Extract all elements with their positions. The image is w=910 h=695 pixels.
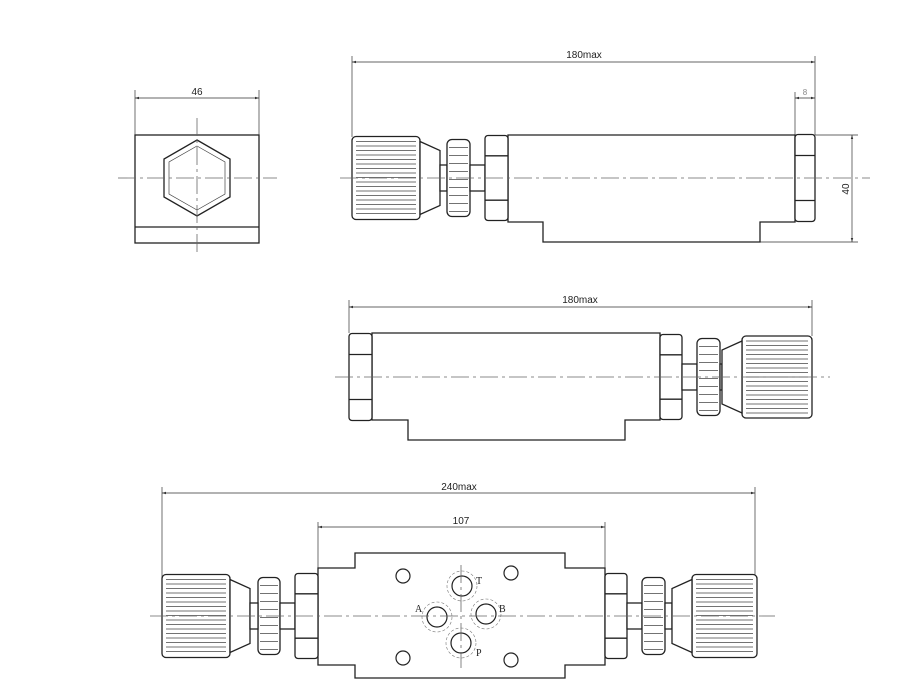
body-length-dimension-label: 107: [453, 516, 470, 527]
side-view-top: 180max 8 40: [340, 50, 870, 243]
port-a: [426, 606, 448, 628]
height-dimension-label: 40: [841, 183, 852, 195]
mounting-holes: [395, 565, 519, 668]
width-dimension-label: 46: [191, 87, 203, 98]
port-t: [451, 575, 473, 597]
overall-length-dimension-label: 240max: [441, 482, 477, 493]
length-dimension-label: 180max: [566, 50, 602, 61]
port-t-label: T: [476, 576, 482, 587]
knob-cone: [721, 339, 743, 415]
port-p-label: P: [476, 648, 482, 659]
end-view: 46: [118, 87, 277, 256]
adjustment-knob: [351, 135, 441, 221]
valve-body: [507, 134, 796, 243]
port-b-label: B: [499, 604, 506, 615]
ports: T A B P: [415, 570, 506, 659]
mounting-hole: [395, 568, 411, 584]
mounting-hole: [395, 650, 411, 666]
port-b: [475, 603, 497, 625]
valve-body: [317, 552, 606, 679]
hex-nut: [348, 332, 373, 422]
plan-view: 240max 107 T A B P: [150, 482, 775, 679]
mounting-hole: [503, 565, 519, 581]
adjustment-knob: [161, 573, 251, 659]
side-view-mirrored: 180max: [335, 295, 830, 441]
nut-dimension-label: 8: [803, 88, 808, 97]
port-a-label: A: [415, 604, 423, 615]
mounting-hole: [503, 652, 519, 668]
length-dimension-label: 180max: [562, 295, 598, 306]
valve-body: [371, 332, 661, 441]
